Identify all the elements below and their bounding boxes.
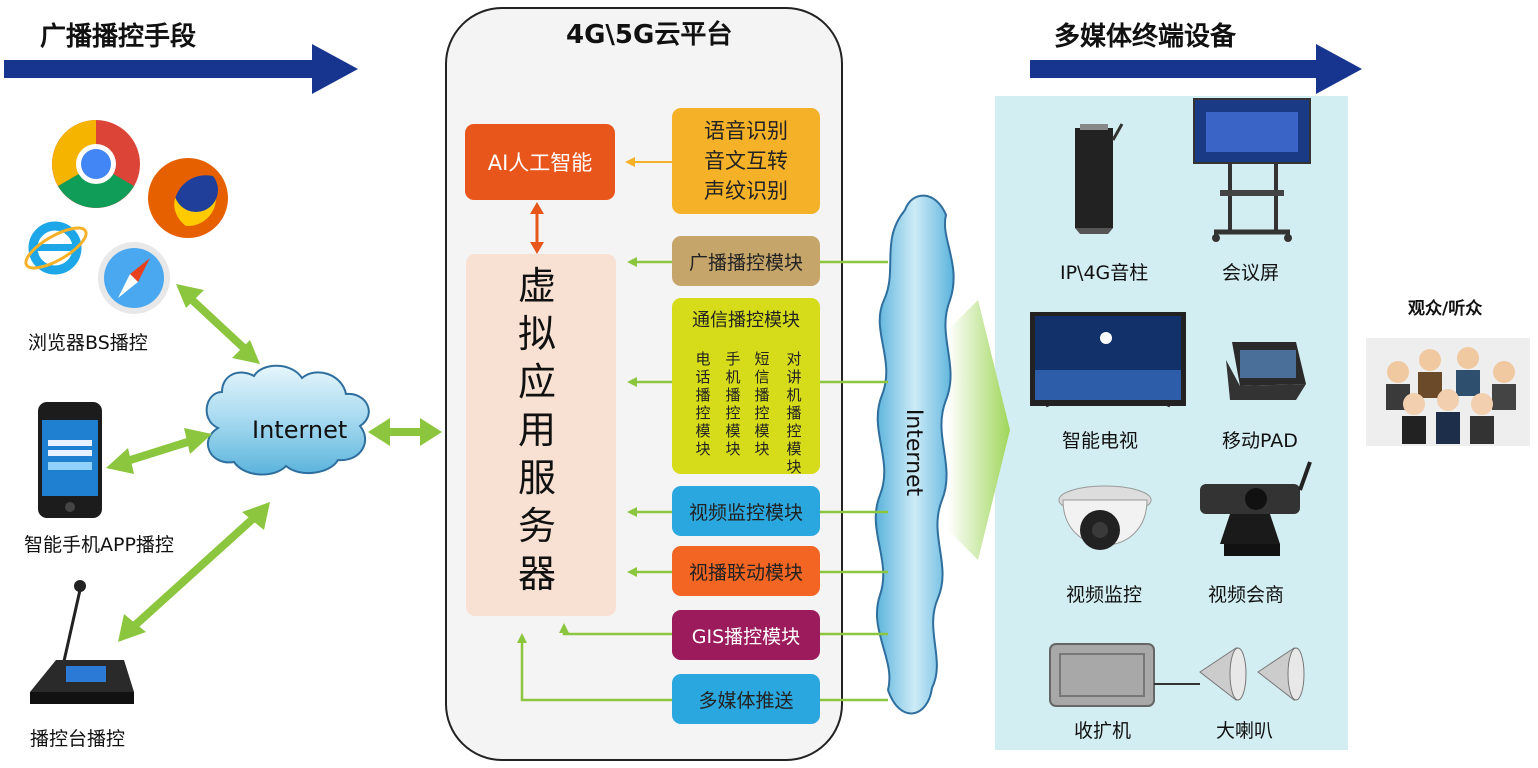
right-header-title: 多媒体终端设备: [1054, 22, 1237, 52]
right-header-arrow: [1030, 44, 1362, 94]
comm-sub-phone: 电话播控模块: [695, 350, 711, 458]
amplifier-box-icon: [1049, 643, 1200, 707]
chrome-icon: [52, 120, 140, 208]
smartphone-icon: [38, 402, 102, 518]
firefox-icon: [148, 158, 228, 238]
video-monitor-module: 视频监控模块: [672, 486, 820, 536]
module-connection-lines: [517, 257, 888, 702]
internet-vertical-label: Internet: [901, 408, 927, 497]
smartphone-label: 智能手机APP播控: [24, 534, 174, 556]
safari-icon: [98, 242, 170, 314]
internet-cloud: [205, 364, 370, 476]
virtual-server-title: 虚拟应用服务器: [517, 264, 556, 596]
console-microphone-icon: [30, 580, 134, 704]
linkage-module: 视播联动模块: [672, 546, 820, 596]
broadcast-module: 广播播控模块: [672, 236, 820, 286]
speech-item: 语音识别: [704, 119, 788, 143]
device-label: 移动PAD: [1222, 430, 1298, 452]
comm-sub-walkie: 对讲机播控模块: [786, 350, 802, 476]
platform-header-title: 4G\5G云平台: [566, 20, 733, 50]
device-panel: [995, 96, 1348, 750]
comm-sub-mobile: 手机播控模块: [725, 350, 741, 458]
conference-screen-icon: [1193, 98, 1311, 242]
device-label: 大喇叭: [1216, 720, 1274, 742]
loudspeaker-horn-icon: [1199, 647, 1305, 702]
gis-module: GIS播控模块: [672, 610, 820, 660]
device-label: 视频监控: [1066, 584, 1143, 606]
device-label: 会议屏: [1222, 262, 1280, 284]
speech-item: 声纹识别: [704, 179, 788, 203]
dome-camera-icon: [1058, 485, 1152, 550]
speech-item: 音文互转: [704, 149, 788, 173]
left-connection-arrows: [106, 284, 442, 642]
ie-icon: [24, 221, 88, 275]
device-label: 视频会商: [1208, 584, 1285, 606]
comm-module: 通信播控模块: [672, 298, 820, 474]
smart-tv-icon: [1030, 312, 1186, 408]
comm-sub-sms: 短信播控模块: [754, 350, 770, 458]
ai-server-arrow: [530, 202, 544, 254]
audience-icon: [1366, 338, 1530, 446]
audience-label: 观众/听众: [1408, 299, 1483, 319]
video-conference-camera-icon: [1200, 461, 1312, 556]
device-label: IP\4G音柱: [1060, 262, 1149, 284]
media-push-module: 多媒体推送: [672, 674, 820, 724]
comm-module-title: 通信播控模块: [692, 310, 800, 331]
virtual-server-box: [466, 254, 616, 616]
distribution-fan-arrow: [948, 300, 1010, 560]
tablet-icon: [1226, 342, 1306, 400]
console-label: 播控台播控: [30, 728, 126, 750]
device-label: 收扩机: [1074, 720, 1132, 742]
left-header-title: 广播播控手段: [40, 22, 197, 52]
speech-box: 语音识别 音文互转 声纹识别: [672, 108, 820, 214]
internet-vertical-cloud: [874, 194, 955, 715]
browser-label: 浏览器BS播控: [28, 332, 148, 354]
sound-column-icon: [1075, 123, 1124, 234]
ai-box: AI人工智能: [465, 124, 615, 200]
left-header-arrow: [4, 44, 358, 94]
internet-cloud-label: Internet: [252, 416, 348, 444]
device-label: 智能电视: [1062, 430, 1139, 452]
